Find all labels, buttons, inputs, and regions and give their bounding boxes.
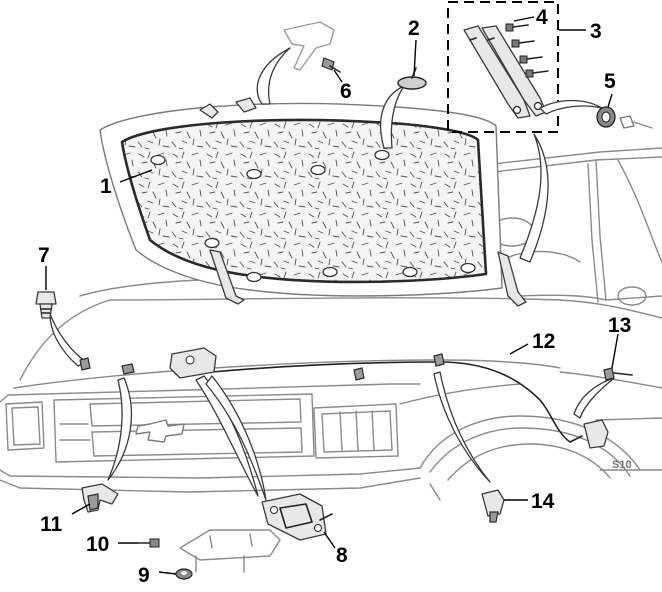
callout-3: 3 <box>590 20 602 43</box>
callout-labels: 1 2 3 4 5 6 7 8 9 10 11 12 13 14 <box>38 6 631 587</box>
part-8-hood-latch <box>261 493 333 541</box>
hood-latch-installed <box>169 347 217 379</box>
callout-14: 14 <box>531 490 555 513</box>
callout-4: 4 <box>536 6 548 29</box>
insulator-retainers <box>150 149 476 283</box>
callout-5: 5 <box>604 70 616 93</box>
callout-1: 1 <box>100 175 112 198</box>
hood-insulator <box>99 97 527 307</box>
part-14-cable-guide <box>481 489 505 523</box>
part-5-hinge-nut <box>596 106 653 129</box>
callout-11: 11 <box>40 513 63 536</box>
part-11-hood-clip <box>81 483 119 513</box>
part-7-hood-bumper <box>35 291 91 371</box>
s10-badge: S10 <box>612 459 632 471</box>
callout-8: 8 <box>336 544 348 567</box>
callout-6: 6 <box>340 80 352 103</box>
part-13-release-handle <box>583 367 633 449</box>
part-2-insulator-retainer <box>397 67 427 90</box>
part-10-screw <box>137 538 160 548</box>
leader-lines <box>45 16 619 575</box>
hood-clip-installed <box>121 353 445 381</box>
part-9-nut <box>175 568 193 580</box>
hinge-bolts <box>505 23 549 78</box>
callout-2: 2 <box>408 17 420 40</box>
latch-support-bracket <box>179 529 281 573</box>
hinge-detail-box <box>447 1 559 133</box>
callout-12: 12 <box>532 330 555 353</box>
callout-10: 10 <box>86 533 109 556</box>
callout-7: 7 <box>38 244 50 267</box>
part-6-hood-latch-striker <box>283 21 341 73</box>
callout-13: 13 <box>608 314 631 337</box>
callout-9: 9 <box>138 564 150 587</box>
